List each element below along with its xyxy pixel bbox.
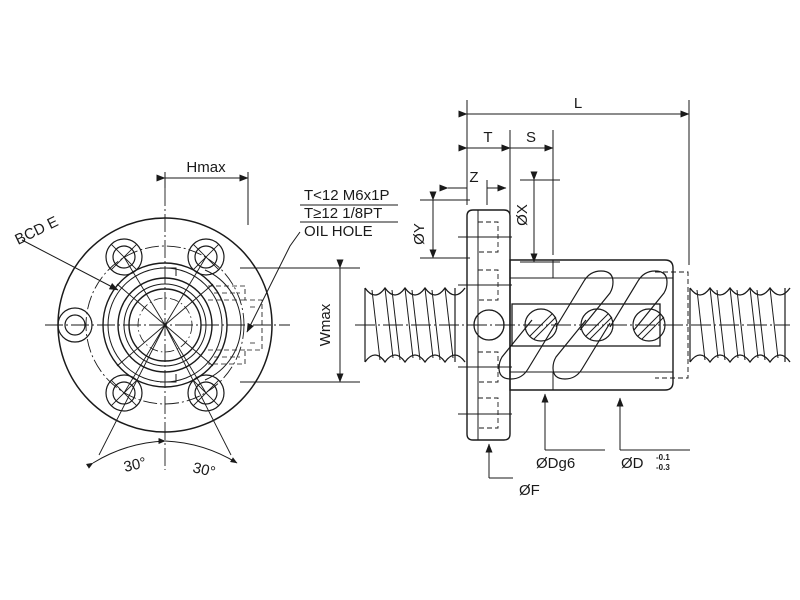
note-line-1: T<12 M6x1P xyxy=(304,187,389,204)
label-angle-left: 30° xyxy=(122,454,148,476)
retainer-plate xyxy=(511,303,661,347)
ball-return-tube-lower xyxy=(498,319,611,380)
dimension-diameter-Y xyxy=(420,191,470,259)
label-dim-T: T xyxy=(483,129,492,146)
label-wmax: Wmax xyxy=(317,303,334,346)
dimension-T xyxy=(458,130,511,255)
note-line-2: T≥12 1/8PT xyxy=(304,205,382,222)
dimension-Z xyxy=(439,180,507,205)
note-underline xyxy=(300,204,398,223)
label-diameter-D-tol-lower: -0.3 xyxy=(656,463,670,472)
bore-step-marks xyxy=(160,267,177,383)
dimension-S xyxy=(501,130,554,255)
label-dim-Z: Z xyxy=(469,169,478,186)
side-elevation-view xyxy=(300,100,791,479)
radial-construction-lines xyxy=(116,256,214,394)
label-diameter-Y: ØY xyxy=(411,223,428,245)
dimension-hmax xyxy=(156,172,249,225)
label-diameter-D: ØD xyxy=(621,455,644,472)
flange-side-profile xyxy=(458,209,512,441)
ball-return-tube-upper xyxy=(555,270,668,331)
retainer-screw-3 xyxy=(632,308,666,342)
note-line-3: OIL HOLE xyxy=(304,223,373,240)
leader-oil-hole xyxy=(246,231,301,333)
dimension-diameter-X xyxy=(520,171,560,263)
leader-diameter-F xyxy=(485,443,513,479)
label-bcd: BCD E xyxy=(12,213,61,248)
label-hmax: Hmax xyxy=(186,159,226,176)
label-length-L: L xyxy=(574,95,582,112)
retainer-screw-1 xyxy=(524,308,558,342)
label-diameter-X: ØX xyxy=(514,204,531,226)
dimension-wmax xyxy=(240,259,360,383)
leader-diameter-D xyxy=(616,397,690,451)
leader-bcd xyxy=(21,239,119,291)
return-tube-hidden-outline xyxy=(208,285,263,365)
angle-dimensions xyxy=(86,324,238,469)
label-angle-right: 30° xyxy=(191,459,217,481)
text-layer: Hmax Wmax BCD E 30° 30° L T S Z ØX ØY ØF… xyxy=(12,95,670,499)
label-diameter-D-tol-upper: -0.1 xyxy=(656,453,670,462)
retainer-screw-2 xyxy=(580,308,614,342)
leader-diameter-Dg6 xyxy=(541,393,605,451)
label-dim-S: S xyxy=(526,129,536,146)
screw-thread-left xyxy=(364,286,466,364)
label-diameter-Dg6: ØDg6 xyxy=(536,455,575,472)
pocket-boundary-arc xyxy=(204,269,242,381)
dimension-L xyxy=(458,100,690,265)
label-diameter-F: ØF xyxy=(519,482,540,499)
nut-body xyxy=(498,259,689,391)
screw-thread-right xyxy=(689,286,791,364)
flange-front-view xyxy=(21,172,360,470)
